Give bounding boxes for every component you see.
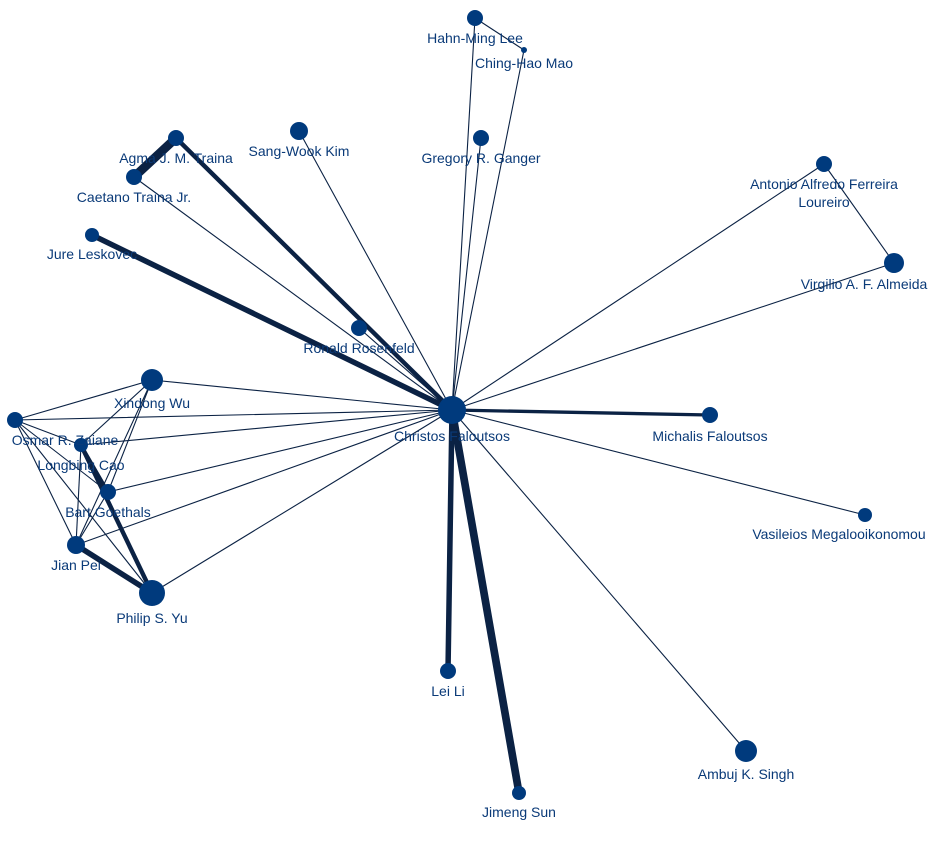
edge-christos-jianpei [75, 409, 453, 546]
node-christos[interactable] [438, 396, 466, 424]
node-antonio[interactable] [816, 156, 832, 172]
node-label-longbing-cao: Longbing Cao [37, 457, 124, 473]
node-label-jian-pei: Jian Pei [51, 557, 101, 573]
node-label-caetano-traina-jr: Caetano Traina Jr. [77, 189, 191, 205]
node-label-osmar-r-zaiane: Osmar R. Zaiane [12, 432, 119, 448]
edge-christos-virgilio [451, 262, 895, 411]
node-label-ambuj-k-singh: Ambuj K. Singh [698, 766, 795, 782]
node-label-agma-j-m-traina: Agma J. M. Traina [119, 150, 233, 166]
edge-xindong-longbing [80, 379, 153, 446]
edge-jianpei-philip [73, 542, 155, 596]
edge-christos-ronald [358, 327, 453, 411]
node-label-vasileios-megalooikonomou: Vasileios Megalooikonomou [752, 526, 925, 542]
edge-christos-sangwook [298, 130, 453, 411]
edge-christos-vasileios [451, 409, 866, 516]
node-label-christos-faloutsos: Christos Faloutsos [394, 428, 510, 444]
node-ambuj[interactable] [735, 740, 757, 762]
edge-christos-ching [451, 49, 525, 411]
node-sangwook[interactable] [290, 122, 308, 140]
edge-christos-agma [173, 135, 455, 413]
edge-osmar-longbing [14, 419, 82, 446]
edge-christos-gregory [451, 137, 482, 411]
node-label-hahn-ming-lee: Hahn-Ming Lee [427, 30, 523, 46]
edge-christos-caetano [133, 176, 453, 411]
node-michalis[interactable] [702, 407, 718, 423]
edge-christos-jure [89, 232, 455, 413]
node-vasileios[interactable] [858, 508, 872, 522]
edge-osmar-jianpei [14, 419, 77, 546]
node-label-xindong-wu: Xindong Wu [114, 395, 190, 411]
edge-xindong-bart [107, 379, 153, 493]
edge-christos-osmar [14, 409, 453, 421]
node-xindong[interactable] [141, 369, 163, 391]
edge-osmar-bart [14, 419, 109, 493]
node-philip[interactable] [139, 580, 165, 606]
node-ching[interactable] [521, 47, 527, 53]
node-osmar[interactable] [7, 412, 23, 428]
node-label-jure-leskovec: Jure Leskovec [47, 246, 137, 262]
label-layer: Christos Faloutsos Hahn-Ming LeeChing-Hao… [12, 30, 928, 820]
edge-christos-bart [107, 409, 453, 493]
edge-christos-longbing [80, 409, 453, 446]
node-label-virgilio-a-f-almeida: Virgilio A. F. Almeida [801, 276, 928, 292]
node-jure[interactable] [85, 228, 99, 242]
node-agma[interactable] [168, 130, 184, 146]
edge-longbing-philip [78, 442, 155, 596]
node-ronald[interactable] [351, 320, 367, 336]
node-longbing[interactable] [74, 438, 88, 452]
node-label-ronald-rosenfeld: Ronald Rosenfeld [303, 340, 414, 356]
edge-christos-antonio [451, 163, 825, 411]
edge-agma-caetano [129, 133, 181, 182]
edge-osmar-philip [14, 419, 153, 594]
node-bart[interactable] [100, 484, 116, 500]
edge-christos-leili [445, 407, 455, 674]
node-jimeng[interactable] [512, 786, 526, 800]
edge-christos-xindong [151, 379, 453, 411]
node-gregory[interactable] [473, 130, 489, 146]
node-hahn[interactable] [467, 10, 483, 26]
node-virgilio[interactable] [884, 253, 904, 273]
node-caetano[interactable] [126, 169, 142, 185]
node-leili[interactable] [440, 663, 456, 679]
node-label-ching-hao-mao: Ching-Hao Mao [475, 55, 573, 71]
edge-xindong-jianpei [75, 379, 153, 546]
edge-christos-hahn [451, 17, 476, 411]
node-label-philip-s-yu: Philip S. Yu [116, 610, 187, 626]
node-label-gregory-r-ganger: Gregory R. Ganger [421, 150, 540, 166]
edge-christos-michalis [450, 408, 712, 417]
edge-longbing-jianpei [75, 444, 82, 546]
node-layer [7, 10, 904, 800]
edge-christos-ambuj [451, 409, 747, 752]
edge-hahn-ching [474, 17, 525, 51]
node-jianpei[interactable] [67, 536, 85, 554]
edge-christos-jimeng [448, 406, 523, 797]
edge-antonio-virgilio [823, 163, 895, 264]
node-label-sang-wook-kim: Sang-Wook Kim [249, 143, 350, 159]
node-label-michalis-faloutsos: Michalis Faloutsos [652, 428, 767, 444]
node-label-lei-li: Lei Li [431, 683, 464, 699]
node-label-jimeng-sun: Jimeng Sun [482, 804, 556, 820]
edge-christos-philip [151, 409, 453, 594]
edge-xindong-osmar [14, 379, 153, 421]
edge-bart-jianpei [75, 491, 109, 546]
edge-layer [14, 17, 895, 797]
node-label-bart-goethals: Bart Goethals [65, 504, 151, 520]
